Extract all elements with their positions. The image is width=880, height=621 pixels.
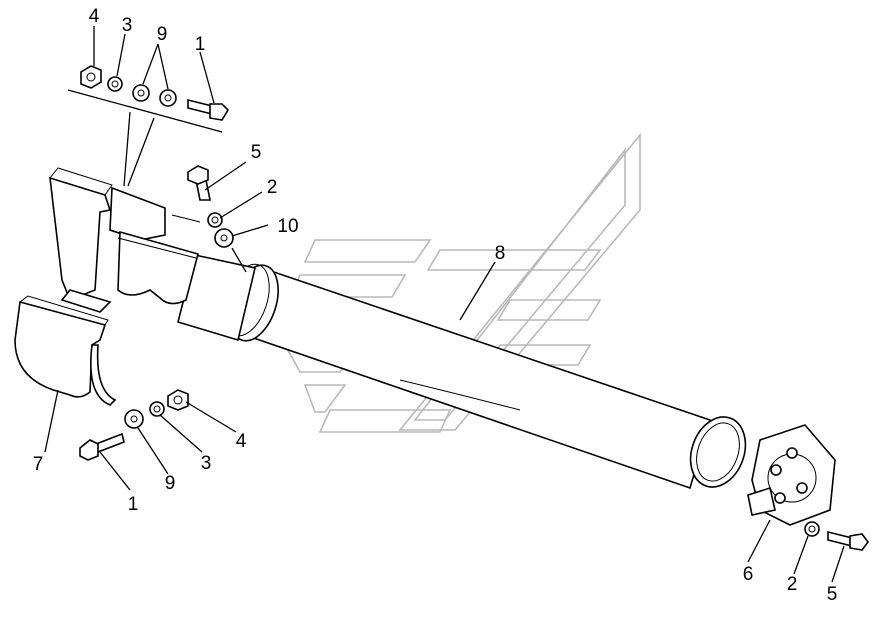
washer-top-b <box>159 89 177 107</box>
bottom-fasteners <box>79 389 189 461</box>
upper-clamp-bracket <box>49 167 201 313</box>
washer-bottom <box>124 409 144 429</box>
flange-fasteners <box>804 521 869 551</box>
tube-collar <box>177 254 279 342</box>
callout-5-upper: 5 <box>251 142 262 163</box>
lock-washer-top <box>107 76 123 92</box>
callout-1-top: 1 <box>195 34 206 55</box>
middle-fasteners <box>187 165 234 248</box>
lock-washer-lower <box>804 521 820 537</box>
callout-2-upper: 2 <box>267 177 278 198</box>
top-fasteners <box>80 65 230 121</box>
callout-9-bottom: 9 <box>165 473 176 494</box>
bolt-bottom <box>95 432 125 454</box>
callout-labels: 4 3 9 1 5 2 10 8 7 1 9 3 4 6 2 5 <box>33 6 838 605</box>
callout-3-bottom: 3 <box>201 453 212 474</box>
leader-lines <box>44 26 845 583</box>
callout-8: 8 <box>495 243 506 264</box>
callout-3-top: 3 <box>122 15 133 36</box>
callout-5-lower: 5 <box>827 584 838 605</box>
washer-top-a <box>132 84 150 102</box>
callout-2-lower: 2 <box>787 574 798 595</box>
lock-washer-bottom <box>149 401 165 417</box>
lower-clamp <box>14 295 117 406</box>
callout-1-bottom: 1 <box>128 494 139 515</box>
main-tube <box>244 266 747 490</box>
callout-4-bottom: 4 <box>236 431 247 452</box>
callout-10: 10 <box>277 216 298 237</box>
nut-bottom <box>167 389 189 411</box>
lock-washer-upper <box>207 212 223 228</box>
callout-4-top: 4 <box>89 6 100 27</box>
end-flange <box>747 424 836 526</box>
callout-7: 7 <box>33 454 44 475</box>
callout-6: 6 <box>743 564 754 585</box>
nut-top <box>80 65 102 89</box>
bolt-lower <box>827 530 853 548</box>
callout-9-top: 9 <box>157 24 168 45</box>
bolt-top <box>187 98 213 116</box>
washer-10 <box>214 228 234 248</box>
